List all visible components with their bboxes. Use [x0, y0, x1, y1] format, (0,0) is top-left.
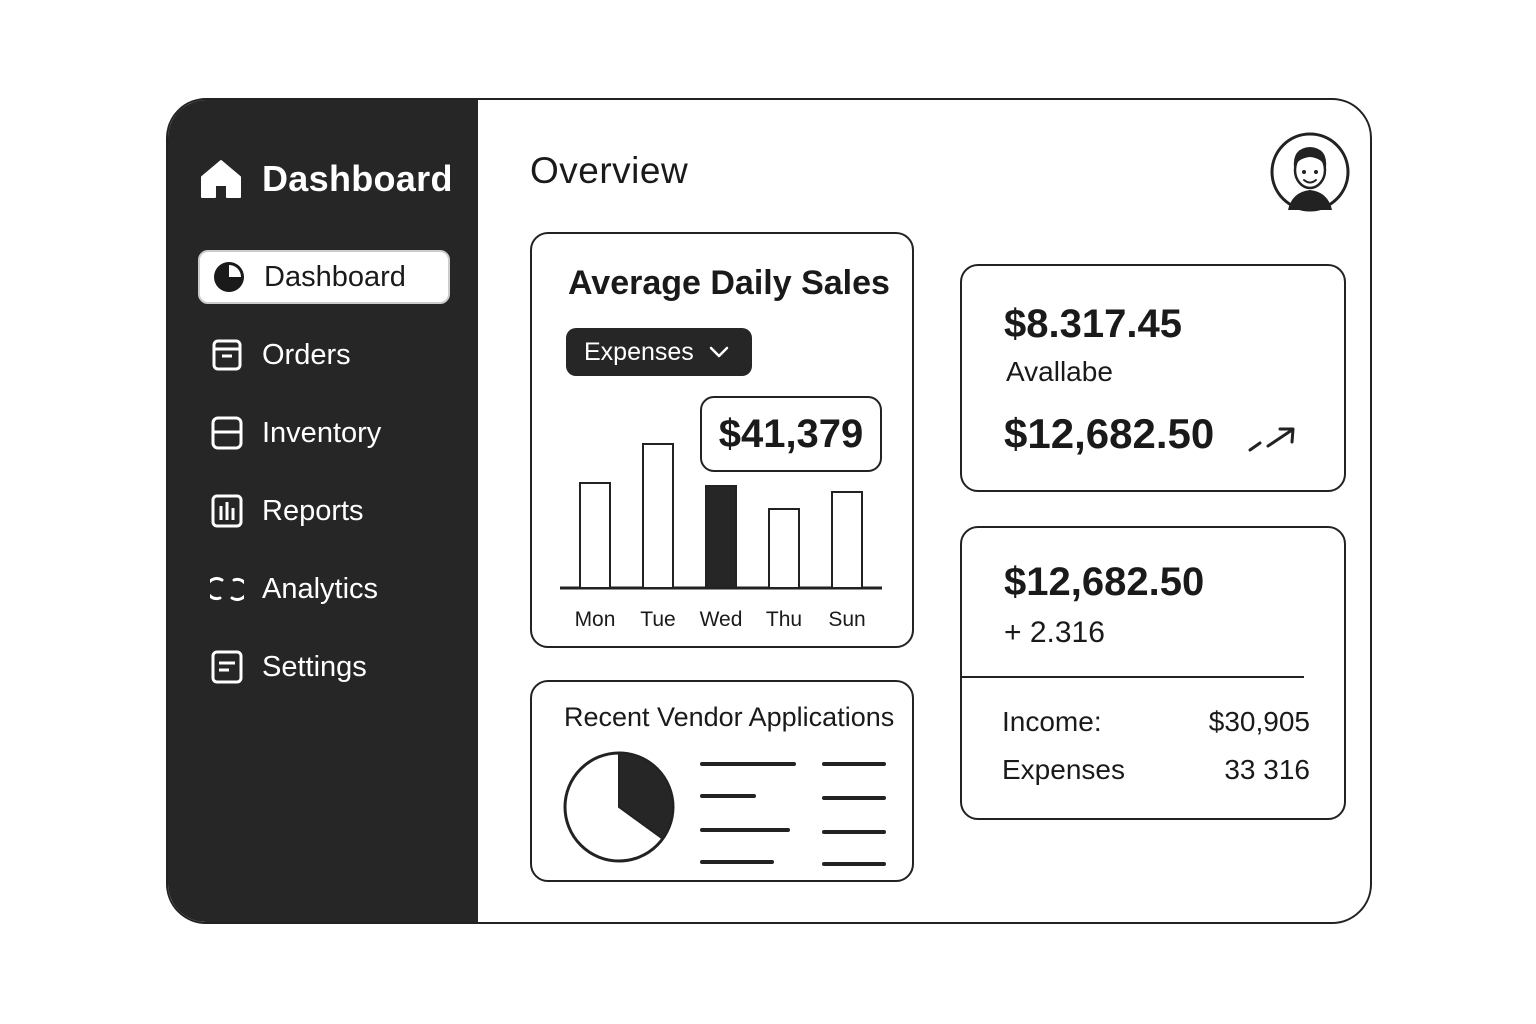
available-balance-card: $8.317.45 Avallabe $12,682.50 — [960, 264, 1346, 492]
sidebar-item-inventory[interactable]: Inventory — [198, 406, 450, 460]
sidebar-item-dashboard[interactable]: Dashboard — [198, 250, 450, 304]
home-icon — [201, 160, 241, 198]
average-daily-sales-card: Mon Tue Wed Thu Sun Average Daily Sales Expe… — [530, 232, 914, 648]
available-label: Avallabe — [1006, 356, 1113, 387]
expenses-row: Expenses 33 316 — [1002, 754, 1310, 786]
bar-mon[interactable] — [579, 482, 611, 589]
analytics-icon — [210, 577, 244, 601]
sidebar-item-settings[interactable]: Settings — [198, 640, 450, 694]
sales-bar-chart: Mon Tue Wed Thu Sun — [560, 443, 882, 631]
sidebar-item-label: Inventory — [262, 416, 382, 449]
income-row: Income: $30,905 — [1002, 706, 1310, 738]
sidebar-item-orders[interactable]: Orders — [198, 328, 450, 382]
tick-label-sun: Sun — [828, 608, 865, 631]
summary-change: + 2.316 — [1004, 616, 1105, 649]
bar-report-icon — [211, 494, 243, 528]
user-avatar-icon[interactable] — [1270, 132, 1350, 212]
chevron-down-icon — [709, 346, 729, 358]
bar-sun[interactable] — [831, 491, 863, 589]
tick-label-thu: Thu — [766, 608, 802, 631]
income-expenses-card: $12,682.50 + 2.316 Income: $30,905 Expen… — [960, 526, 1346, 820]
archive-icon — [212, 339, 242, 371]
bar-wed[interactable] — [705, 485, 737, 589]
vendor-pie-chart — [563, 751, 675, 863]
vendor-card-title: Recent Vendor Applications — [564, 702, 895, 732]
highlight-value-tooltip: $41,379 — [700, 396, 882, 472]
pie-slice-filled — [618, 751, 674, 841]
dropdown-value: Expenses — [584, 337, 694, 366]
tick-label-mon: Mon — [575, 608, 616, 631]
main-content: Overview Mon Tue Wed Thu Sun Average Daily S… — [478, 100, 1370, 922]
expenses-label: Expenses — [1002, 754, 1125, 785]
divider — [962, 676, 1304, 678]
bar-tue[interactable] — [642, 443, 674, 589]
sidebar-item-label: Reports — [262, 494, 364, 527]
sidebar-item-label: Settings — [262, 650, 367, 683]
sidebar-item-label: Orders — [262, 338, 351, 371]
sidebar: Dashboard Dashboard Orders Inventory — [168, 100, 478, 922]
expenses-value: 33 316 — [1224, 754, 1310, 785]
tick-label-wed: Wed — [700, 608, 743, 631]
sidebar-item-analytics[interactable]: Analytics — [198, 562, 450, 616]
pie-chart-icon — [214, 262, 244, 292]
trend-up-arrow-icon — [1248, 427, 1295, 452]
sidebar-item-label: Analytics — [262, 572, 379, 605]
placeholder-text-lines — [700, 762, 886, 866]
settings-doc-icon — [211, 650, 243, 684]
inventory-icon — [211, 416, 243, 450]
sidebar-item-reports[interactable]: Reports — [198, 484, 450, 538]
brand-label: Dashboard — [262, 158, 453, 199]
balance-total: $12,682.50 — [1004, 410, 1215, 457]
available-amount: $8.317.45 — [1004, 302, 1182, 346]
expenses-dropdown[interactable]: Expenses — [566, 328, 752, 376]
bar-thu[interactable] — [768, 508, 800, 589]
recent-vendor-applications-card: Recent Vendor Applications — [530, 680, 914, 882]
page-title: Overview — [530, 150, 689, 191]
sales-card-title: Average Daily Sales — [568, 264, 890, 302]
brand[interactable]: Dashboard — [200, 158, 453, 200]
tick-label-tue: Tue — [640, 608, 675, 631]
income-value: $30,905 — [1208, 706, 1310, 737]
app-window: Dashboard Dashboard Orders Inventory — [166, 98, 1372, 924]
income-label: Income: — [1002, 706, 1102, 737]
sidebar-item-label: Dashboard — [264, 260, 406, 293]
summary-amount: $12,682.50 — [1004, 560, 1205, 604]
